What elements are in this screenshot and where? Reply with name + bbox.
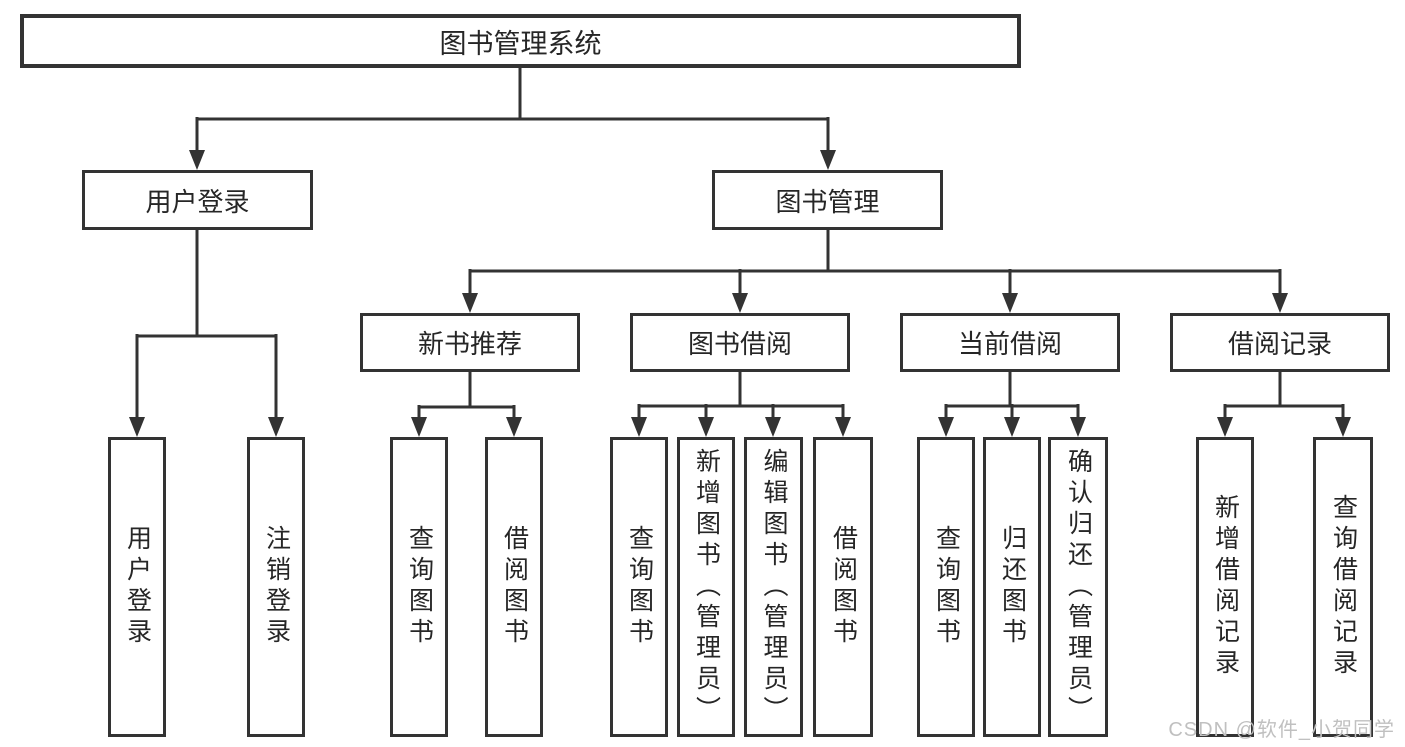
node-label: 编辑图书（管理员） <box>760 447 788 727</box>
leaf-add-borrow-record: 新增借阅记录 <box>1196 437 1254 737</box>
leaf-query-books-current: 查询图书 <box>917 437 975 737</box>
leaf-query-books-rec: 查询图书 <box>390 437 448 737</box>
node-label: 新书推荐 <box>417 329 522 359</box>
node-book-management-system: 图书管理系统 <box>20 14 1021 68</box>
connector-root <box>189 67 836 170</box>
node-label: 新增图书（管理员） <box>692 447 721 727</box>
node-label: 用户登录 <box>123 525 152 649</box>
node-label: 确认归还（管理员） <box>1064 447 1093 727</box>
node-label: 图书借阅 <box>687 329 792 359</box>
node-label: 当前借阅 <box>957 329 1062 359</box>
node-borrowing-records: 借阅记录 <box>1170 313 1390 372</box>
connector-new-rec <box>411 372 522 437</box>
node-user-login: 用户登录 <box>82 170 313 230</box>
node-current-borrowing: 当前借阅 <box>900 313 1120 372</box>
node-label: 借阅图书 <box>500 525 529 649</box>
node-label: 查询图书 <box>932 525 961 649</box>
node-book-borrowing: 图书借阅 <box>630 313 850 372</box>
leaf-add-books-admin: 新增图书（管理员） <box>677 437 735 737</box>
leaf-edit-books-admin: 编辑图书（管理员） <box>744 437 803 737</box>
node-label: 注销登录 <box>262 525 291 649</box>
connector-book-mgmt <box>462 230 1288 313</box>
leaf-logout: 注销登录 <box>247 437 305 737</box>
node-book-management: 图书管理 <box>712 170 943 230</box>
leaf-borrow-books: 借阅图书 <box>813 437 873 737</box>
leaf-user-login: 用户登录 <box>108 437 166 737</box>
node-label: 用户登录 <box>145 186 250 217</box>
node-label: 借阅记录 <box>1227 329 1332 359</box>
connector-borrow <box>631 372 851 437</box>
node-label: 查询图书 <box>625 525 654 649</box>
node-new-book-recommend: 新书推荐 <box>360 313 580 372</box>
node-label: 图书管理 <box>775 186 880 217</box>
leaf-query-borrow-record: 查询借阅记录 <box>1313 437 1373 737</box>
node-label: 借阅图书 <box>829 525 858 649</box>
leaf-return-books: 归还图书 <box>983 437 1041 737</box>
node-label: 归还图书 <box>998 525 1027 649</box>
leaf-confirm-return-admin: 确认归还（管理员） <box>1048 437 1108 737</box>
connector-current <box>938 372 1086 437</box>
node-label: 查询借阅记录 <box>1329 494 1358 680</box>
node-label: 查询图书 <box>405 525 434 649</box>
node-label: 新增借阅记录 <box>1211 494 1240 680</box>
node-label: 图书管理系统 <box>439 28 602 59</box>
csdn-watermark: CSDN @软件_小贺同学 <box>1168 719 1395 741</box>
leaf-borrow-books-rec: 借阅图书 <box>485 437 543 737</box>
connector-record <box>1217 372 1351 437</box>
leaf-query-books-borrow: 查询图书 <box>610 437 668 737</box>
connector-user-login <box>129 230 284 437</box>
